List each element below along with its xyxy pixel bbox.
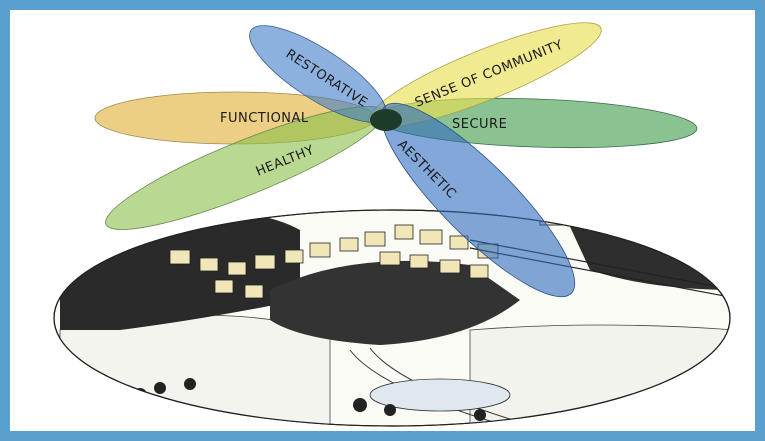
label-secure: SECURE <box>452 117 507 132</box>
petal-aesthetic <box>380 102 576 298</box>
center-dot <box>370 109 402 131</box>
label-functional: FUNCTIONAL <box>220 111 309 126</box>
landscape-sketch <box>53 209 731 427</box>
